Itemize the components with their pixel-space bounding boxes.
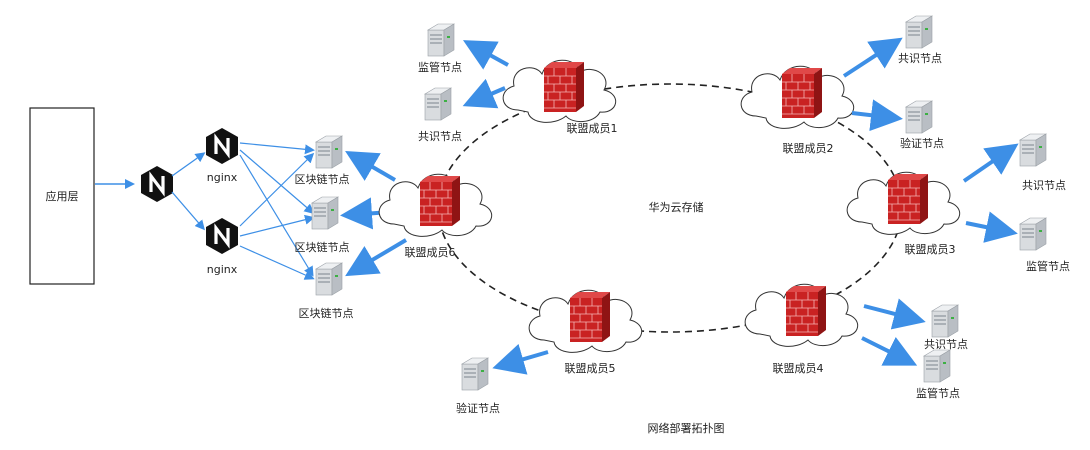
server-icon xyxy=(315,262,343,296)
server-icon xyxy=(424,87,452,121)
nginx-label: nginx xyxy=(207,263,238,276)
app-layer-label: 应用层 xyxy=(46,189,79,203)
server-icon xyxy=(427,23,455,57)
member-6-label: 联盟成员6 xyxy=(405,246,456,259)
server-icon xyxy=(1019,133,1047,167)
server-icon xyxy=(923,349,951,383)
member-4-cloud-icon xyxy=(744,283,859,347)
node-label: 共识节点 xyxy=(418,130,462,143)
member-3-label: 联盟成员3 xyxy=(905,243,956,256)
member-1-cloud-icon xyxy=(502,59,617,123)
server-icon xyxy=(461,357,489,391)
node-label: 共识节点 xyxy=(898,52,942,65)
link-m1-consensus xyxy=(462,78,506,109)
blockchain-node-label: 区块链节点 xyxy=(295,240,350,254)
node-label: 监管节点 xyxy=(916,386,960,400)
member-4-label: 联盟成员4 xyxy=(773,362,824,375)
node-label: 监管节点 xyxy=(1026,259,1070,273)
diagram-caption: 网络部署拓扑图 xyxy=(648,421,725,435)
node-label: 验证节点 xyxy=(456,401,500,415)
link-m5-verify xyxy=(492,343,549,375)
nginx-icon xyxy=(204,216,240,256)
link-m2-verify xyxy=(851,99,903,132)
link-nginx-node xyxy=(239,214,315,237)
server-icon xyxy=(931,304,959,338)
server-icon xyxy=(905,100,933,134)
server-icon xyxy=(905,15,933,49)
link-m3-supervise xyxy=(965,211,1018,243)
server-icon xyxy=(311,196,339,230)
link-nginx-node xyxy=(239,142,315,155)
link-m1-supervise xyxy=(462,40,509,70)
link-nginx-nginx xyxy=(171,191,205,231)
app-layer-box xyxy=(29,107,95,285)
link-m2-consensus xyxy=(842,37,903,78)
member-5-cloud-icon xyxy=(528,289,643,353)
link-nginx-node xyxy=(239,152,315,227)
member-6-cloud-icon xyxy=(378,173,493,237)
link-nginx-node xyxy=(239,245,315,280)
server-icon xyxy=(315,135,343,169)
link-nginx-node xyxy=(239,154,314,277)
link-m4-supervise xyxy=(861,336,918,366)
server-icon xyxy=(1019,217,1047,251)
node-label: 监管节点 xyxy=(418,60,462,74)
node-label: 验证节点 xyxy=(900,136,944,150)
nginx-label: nginx xyxy=(207,171,238,184)
cloud-storage-label: 华为云存储 xyxy=(649,200,704,214)
member-1-label: 联盟成员1 xyxy=(567,122,618,135)
blockchain-node-label: 区块链节点 xyxy=(295,172,350,186)
link-m4-consensus xyxy=(863,298,926,330)
link-nginx-nginx xyxy=(171,152,206,177)
link-m6-node xyxy=(345,238,408,277)
member-3-cloud-icon xyxy=(846,171,961,235)
blockchain-node-label: 区块链节点 xyxy=(299,306,354,320)
member-2-label: 联盟成员2 xyxy=(783,142,834,155)
link-m3-consensus xyxy=(962,143,1019,183)
member-2-cloud-icon xyxy=(740,65,855,129)
nginx-icon xyxy=(139,164,175,204)
link-nginx-node xyxy=(239,149,315,214)
member-5-label: 联盟成员5 xyxy=(565,362,616,375)
nginx-icon xyxy=(204,126,240,166)
link-m6-node xyxy=(345,150,397,182)
node-label: 共识节点 xyxy=(1022,179,1066,192)
node-label: 共识节点 xyxy=(924,338,968,351)
